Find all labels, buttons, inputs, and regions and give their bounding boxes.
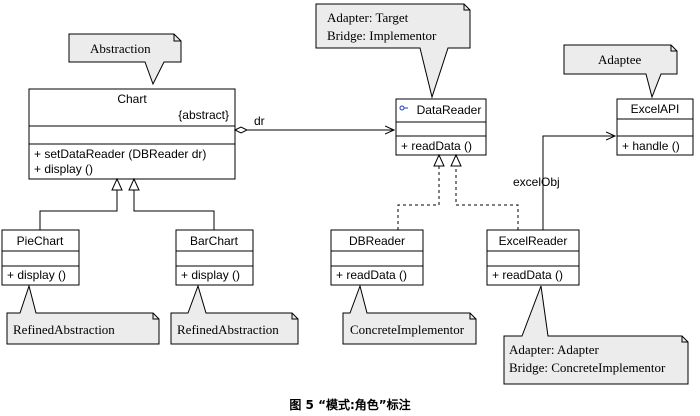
association-excelobj-label: excelObj [513,175,560,189]
excelapi-op-handle: + handle () [622,139,680,153]
barchart-op-display: + display () [181,268,240,282]
realization-dbreader [397,153,445,230]
chart-class-name: Chart [117,92,147,106]
note-adapter-line2: Bridge: ConcreteImplementor [509,360,666,375]
dbreader-op-readdata: + readData () [336,268,407,282]
realization-excelreader [450,153,519,230]
class-excelreader: ExcelReader + readData () [486,229,580,286]
barchart-class-name: BarChart [190,234,239,248]
note-adaptee-text: Adaptee [598,52,642,67]
note-adapter-line1: Adapter: Adapter [509,342,600,357]
note-adaptee: Adaptee [563,44,678,99]
class-datareader: DataReader + readData () [395,98,487,156]
note-adapter: Adapter: Adapter Bridge: ConcreteImpleme… [503,285,689,385]
dbreader-class-name: DBReader [349,234,405,248]
figure-caption: 图 5 “模式:角色”标注 [289,397,410,412]
note-refined-abstraction-2: RefinedAbstraction [170,284,299,345]
generalization-barchart [128,177,215,230]
aggregation-diamond [233,126,249,134]
datareader-class-name: DataReader [417,103,482,117]
note-concrete-implementor: ConcreteImplementor [342,284,477,345]
association-dr: dr [233,114,394,134]
chart-op-setdatareader: + setDataReader (DBReader dr) [34,147,206,161]
interface-icon [399,105,408,111]
class-piechart: PieChart + display () [1,229,80,286]
class-barchart: BarChart + display () [175,229,254,286]
excelreader-op-readdata: + readData () [492,268,563,282]
generalization-piechart [39,177,123,230]
piechart-op-display: + display () [7,268,66,282]
excelreader-class-name: ExcelReader [499,234,568,248]
note-refined2-text: RefinedAbstraction [177,322,279,337]
datareader-op-readdata: + readData () [401,139,472,153]
note-concrete-text: ConcreteImplementor [350,322,465,337]
association-dr-label: dr [254,114,265,128]
note-refined-abstraction-1: RefinedAbstraction [6,284,160,345]
note-refined1-text: RefinedAbstraction [13,322,115,337]
excelapi-class-name: ExcelAPI [631,102,680,116]
note-abstraction: Abstraction [68,33,182,86]
association-excelobj: excelObj [513,136,615,230]
class-chart: Chart {abstract} + setDataReader (DBRead… [28,88,236,180]
chart-stereotype: {abstract} [178,108,229,122]
chart-op-display: + display () [34,162,93,176]
class-excelapi: ExcelAPI + handle () [616,98,694,156]
class-dbreader: DBReader + readData () [330,229,424,286]
note-target-line1: Adapter: Target [327,10,409,25]
note-target-line2: Bridge: Implementor [327,28,437,43]
note-abstraction-text: Abstraction [90,41,151,56]
piechart-class-name: PieChart [17,234,64,248]
note-target: Adapter: Target Bridge: Implementor [315,3,471,99]
